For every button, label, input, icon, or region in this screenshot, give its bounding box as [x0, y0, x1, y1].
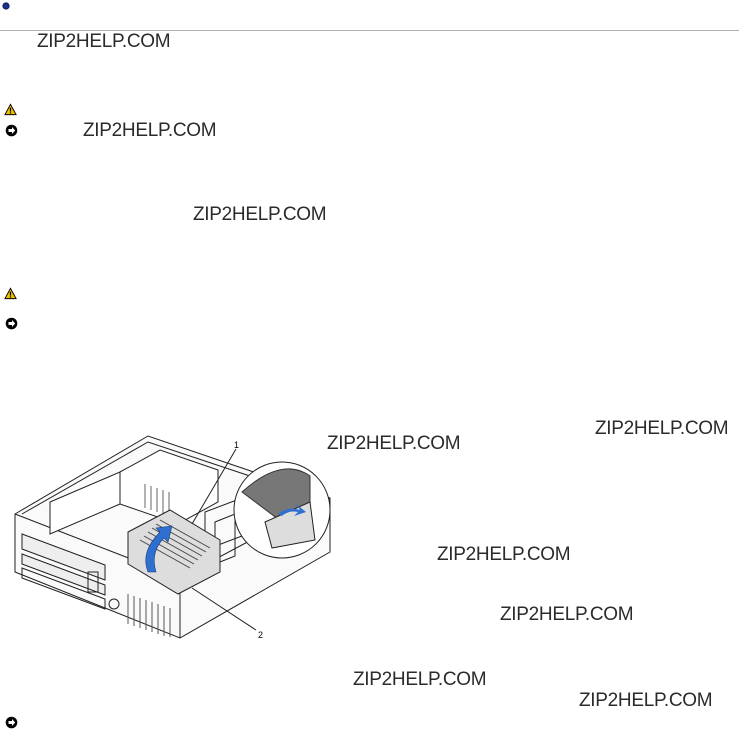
caution-triangle-icon	[4, 103, 17, 116]
watermark-text: ZIP2HELP.COM	[37, 31, 171, 52]
bullet-dot-icon	[2, 2, 10, 10]
watermark-text: ZIP2HELP.COM	[579, 690, 713, 711]
computer-heatsink-illustration: 1 2	[14, 435, 331, 640]
notice-arrow-icon	[5, 317, 18, 330]
caution-triangle-icon	[4, 287, 17, 300]
watermark-text: ZIP2HELP.COM	[595, 418, 729, 439]
callout-2: 2	[258, 630, 263, 640]
watermark-text: ZIP2HELP.COM	[83, 120, 217, 141]
notice-arrow-icon	[5, 716, 18, 729]
watermark-text: ZIP2HELP.COM	[500, 604, 634, 625]
watermark-text: ZIP2HELP.COM	[353, 669, 487, 690]
horizontal-rule	[0, 30, 739, 31]
watermark-text: ZIP2HELP.COM	[437, 544, 571, 565]
watermark-text: ZIP2HELP.COM	[327, 433, 461, 454]
callout-1: 1	[234, 440, 239, 450]
watermark-text: ZIP2HELP.COM	[193, 204, 327, 225]
notice-arrow-icon	[5, 124, 18, 137]
